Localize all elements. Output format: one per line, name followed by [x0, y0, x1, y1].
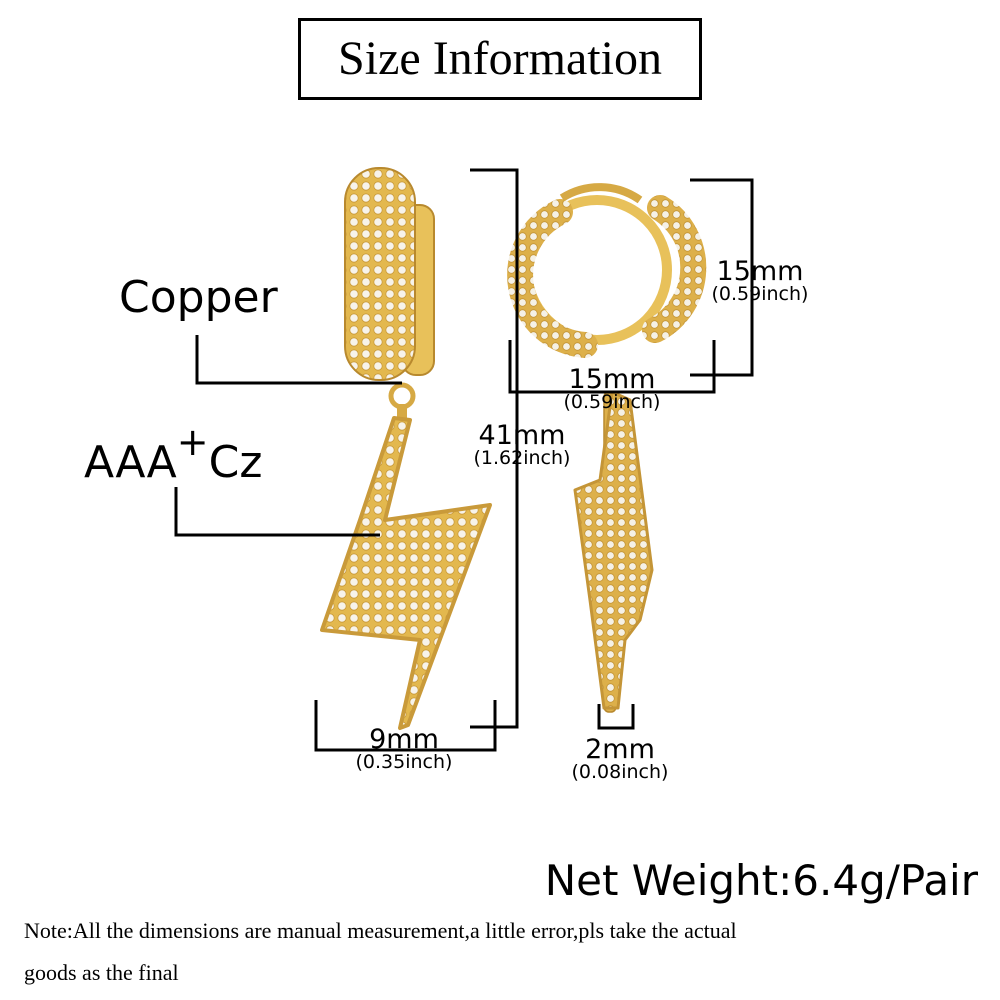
dim-thickness-mm: 2mm: [585, 734, 655, 765]
dim-total-length-inch: (1.62inch): [473, 447, 571, 469]
dim-hoop-width-mm: 15mm: [568, 364, 656, 395]
dim-hoop-width-inch: (0.59inch): [563, 391, 661, 413]
dim-pendant-width-mm: 9mm: [369, 724, 439, 755]
dim-hoop-width-label: 15mm (0.59inch): [552, 366, 672, 412]
dim-pendant-width-inch: (0.35inch): [355, 751, 453, 773]
title-box: Size Information: [298, 18, 702, 100]
earring-front-view: [320, 167, 492, 730]
hoop-pave: [344, 167, 416, 381]
dim-hoop-height: [690, 178, 754, 377]
dim-thickness-inch: (0.08inch): [571, 761, 669, 783]
dim-total-length-label: 41mm (1.62inch): [462, 422, 582, 468]
stone-label-prefix: AAA: [84, 437, 177, 488]
note-line-1: Note:All the dimensions are manual measu…: [24, 918, 737, 943]
connector-ring: [388, 382, 416, 410]
leader-lines: [174, 335, 402, 537]
hoop-pave-left: [507, 199, 598, 358]
stone-label: AAA+Cz: [84, 423, 262, 485]
dim-hoop-height-inch: (0.59inch): [711, 283, 809, 305]
material-label: Copper: [119, 272, 278, 323]
lightning-bolt-pendant: [320, 416, 492, 730]
dim-hoop-width: [508, 340, 716, 394]
bolt-side-pave: [573, 390, 654, 710]
dim-thickness: [597, 704, 635, 730]
page-title: Size Information: [338, 32, 662, 85]
net-weight: Net Weight:6.4g/Pair: [544, 856, 978, 905]
earring-side-view: [507, 183, 707, 713]
stone-label-plus: +: [176, 420, 209, 464]
hoop-pave-right: [642, 195, 707, 343]
cz-leader: [174, 487, 380, 537]
dim-total-length-mm: 41mm: [478, 420, 566, 451]
dim-pendant-width: [314, 700, 497, 752]
dim-pendant-width-label: 9mm (0.35inch): [344, 726, 464, 772]
note-line-2: goods as the final: [24, 960, 179, 985]
dim-hoop-height-label: 15mm (0.59inch): [700, 258, 820, 304]
dim-thickness-label: 2mm (0.08inch): [560, 736, 680, 782]
dimension-lines: [314, 168, 754, 752]
stone-label-suffix: Cz: [208, 437, 263, 488]
copper-leader: [195, 335, 402, 385]
dim-hoop-height-mm: 15mm: [716, 256, 804, 287]
